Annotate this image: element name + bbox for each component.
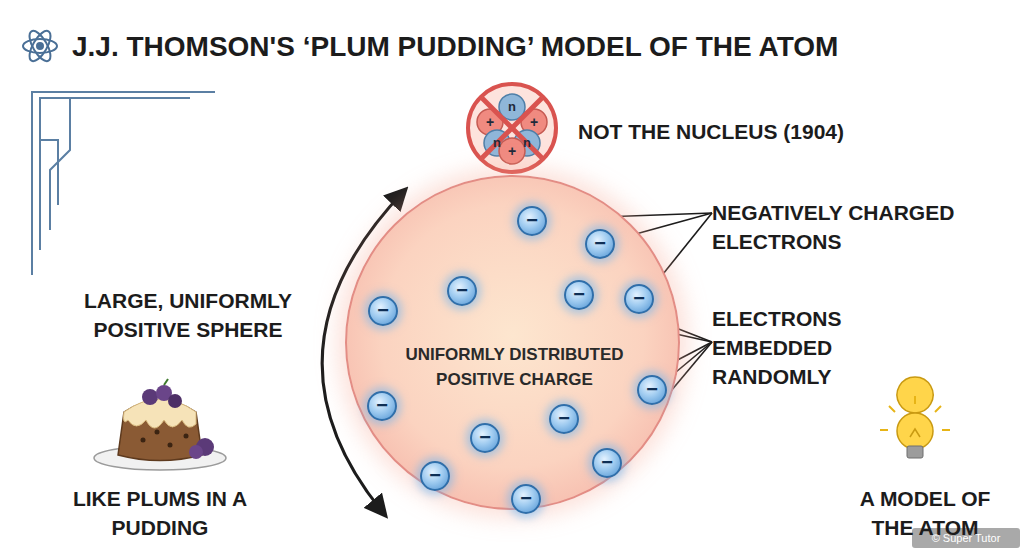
electron-sign: −: [377, 300, 389, 320]
nucleus-note: NOT THE NUCLEUS (1904): [578, 117, 898, 146]
electron-sign: −: [429, 465, 441, 485]
electron-sign: −: [594, 233, 606, 253]
electron-sign: −: [479, 427, 491, 447]
electron-sign: −: [520, 488, 532, 508]
electron-circle: −: [447, 276, 477, 306]
electron-sign: −: [573, 284, 585, 304]
analogy-label: LIKE PLUMS IN A PUDDING: [70, 484, 250, 542]
electron-sign: −: [456, 280, 468, 300]
electron-sign: −: [633, 288, 645, 308]
electron-sign: −: [646, 379, 658, 399]
pudding-illustration: [94, 379, 226, 470]
callout-label: ELECTRONS EMBEDDED RANDOMLY: [712, 304, 887, 391]
nucleus-icon: [468, 84, 556, 172]
electron-circle: −: [420, 461, 450, 491]
particle-letter: n: [515, 134, 539, 152]
diagram-title: J.J. THOMSON'S ‘PLUM PUDDING’ MODEL OF T…: [72, 30, 838, 64]
callout-label: LARGE, UNIFORMLY POSITIVE SPHERE: [55, 286, 321, 344]
watermark: © Super Tutor: [912, 531, 1020, 545]
electron-circle: −: [549, 404, 579, 434]
particle-letter: n: [500, 98, 524, 116]
electron-sign: −: [376, 395, 388, 415]
electron-circle: −: [564, 280, 594, 310]
corner-ornament: [32, 92, 215, 275]
electron-circle: −: [511, 484, 541, 514]
electron-circle: −: [367, 391, 397, 421]
electron-circle: −: [470, 423, 500, 453]
positive-sphere: UNIFORMLY DISTRIBUTED POSITIVE CHARGE−−−…: [345, 175, 680, 510]
electron-circle: −: [624, 284, 654, 314]
electron-sign: −: [526, 210, 538, 230]
electron-circle: −: [368, 296, 398, 326]
lightbulb-icon: [880, 377, 950, 458]
electron-circle: −: [517, 206, 547, 236]
callout-label: NEGATIVELY CHARGED ELECTRONS: [712, 198, 1012, 256]
particle-letter: +: [522, 113, 546, 131]
particle-letter: +: [500, 142, 524, 160]
electron-circle: −: [585, 229, 615, 259]
particle-letter: +: [478, 113, 502, 131]
sphere-label: UNIFORMLY DISTRIBUTED POSITIVE CHARGE: [387, 342, 642, 392]
electron-sign: −: [601, 452, 613, 472]
atom-icon: [23, 28, 57, 64]
particle-letter: n: [485, 134, 509, 152]
electron-circle: −: [637, 375, 667, 405]
electron-sign: −: [558, 408, 570, 428]
electron-circle: −: [592, 448, 622, 478]
